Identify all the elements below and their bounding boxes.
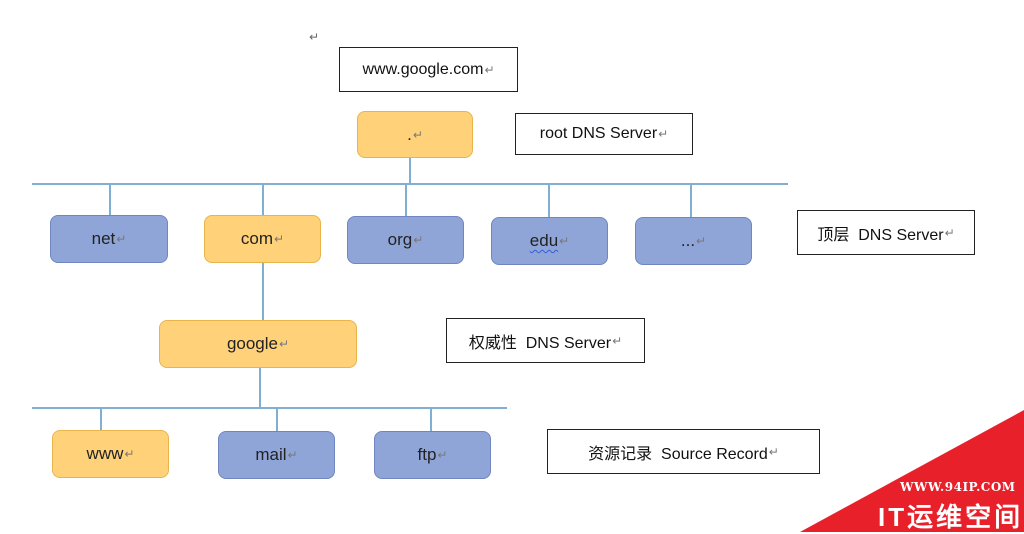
resource-record-label: 资源记录 Source Record↵ xyxy=(547,429,820,474)
return-mark: ↵ xyxy=(279,337,290,351)
return-mark: ↵ xyxy=(116,232,127,246)
return-mark: ↵ xyxy=(559,234,570,248)
return-mark: ↵ xyxy=(658,127,669,141)
record-node-www: www↵ xyxy=(52,430,169,478)
return-mark: ↵ xyxy=(274,232,285,246)
return-mark: ↵ xyxy=(124,447,135,461)
record-node-mail-text: mail xyxy=(255,445,287,464)
bus-drop-ftp xyxy=(430,408,432,431)
top-level-dns-server-label: 顶层 DNS Server↵ xyxy=(797,210,975,255)
return-mark: ↵ xyxy=(412,127,423,142)
resource-bus-line xyxy=(32,407,507,409)
top-level-dns-server-text: 顶层 DNS Server xyxy=(817,226,944,244)
tld-node-edu: edu↵ xyxy=(491,217,608,265)
authoritative-node-text: google xyxy=(226,334,278,353)
tld-node-com: com↵ xyxy=(204,215,321,263)
root-dns-server-label: root DNS Server↵ xyxy=(515,113,693,155)
record-node-ftp: ftp↵ xyxy=(374,431,491,479)
tld-node-net: net↵ xyxy=(50,215,168,263)
tld-node-org: org↵ xyxy=(347,216,464,264)
tld-node-more-text: ... xyxy=(680,231,696,250)
authoritative-dns-server-label: 权威性 DNS Server↵ xyxy=(446,318,645,363)
bus-drop-edu xyxy=(548,184,550,218)
stray-return-mark: ↵ xyxy=(309,30,320,44)
authoritative-dns-server-text: 权威性 DNS Server xyxy=(468,334,612,352)
root-node: .↵ xyxy=(357,111,473,158)
bus-drop-more xyxy=(690,184,692,218)
return-mark: ↵ xyxy=(484,62,495,77)
bus-drop-com xyxy=(262,184,264,216)
record-node-www-text: www xyxy=(86,444,124,463)
tld-node-edu-text: edu xyxy=(529,231,559,250)
bus-drop-org xyxy=(405,184,407,217)
resource-record-text: 资源记录 Source Record xyxy=(588,445,768,463)
record-node-mail: mail↵ xyxy=(218,431,335,479)
query-domain-text: www.google.com xyxy=(362,60,484,78)
root-to-toplevel-connector xyxy=(409,158,411,184)
record-node-ftp-text: ftp xyxy=(417,445,437,464)
tld-node-more: ...↵ xyxy=(635,217,752,265)
query-domain-box: www.google.com↵ xyxy=(339,47,518,92)
return-mark: ↵ xyxy=(612,333,623,348)
watermark-url: WWW.94IP.COM xyxy=(900,480,1016,494)
return-mark: ↵ xyxy=(413,233,424,247)
authoritative-node-google: google↵ xyxy=(159,320,357,368)
bus-drop-mail xyxy=(276,408,278,431)
com-to-google-connector xyxy=(262,262,264,320)
return-mark: ↵ xyxy=(768,444,779,459)
tld-node-net-text: net xyxy=(91,229,116,248)
google-to-resource-connector xyxy=(259,368,261,408)
return-mark: ↵ xyxy=(437,448,448,462)
return-mark: ↵ xyxy=(287,448,298,462)
toplevel-bus-line xyxy=(32,183,788,185)
tld-node-com-text: com xyxy=(240,229,274,248)
return-mark: ↵ xyxy=(696,234,707,248)
bus-drop-net xyxy=(109,184,111,216)
return-mark: ↵ xyxy=(944,225,955,240)
root-dns-server-text: root DNS Server xyxy=(539,125,658,142)
bus-drop-www xyxy=(100,408,102,430)
watermark-brand: IT运维空间 xyxy=(878,502,1024,532)
tld-node-org-text: org xyxy=(387,230,413,249)
root-node-text: . xyxy=(407,124,412,144)
